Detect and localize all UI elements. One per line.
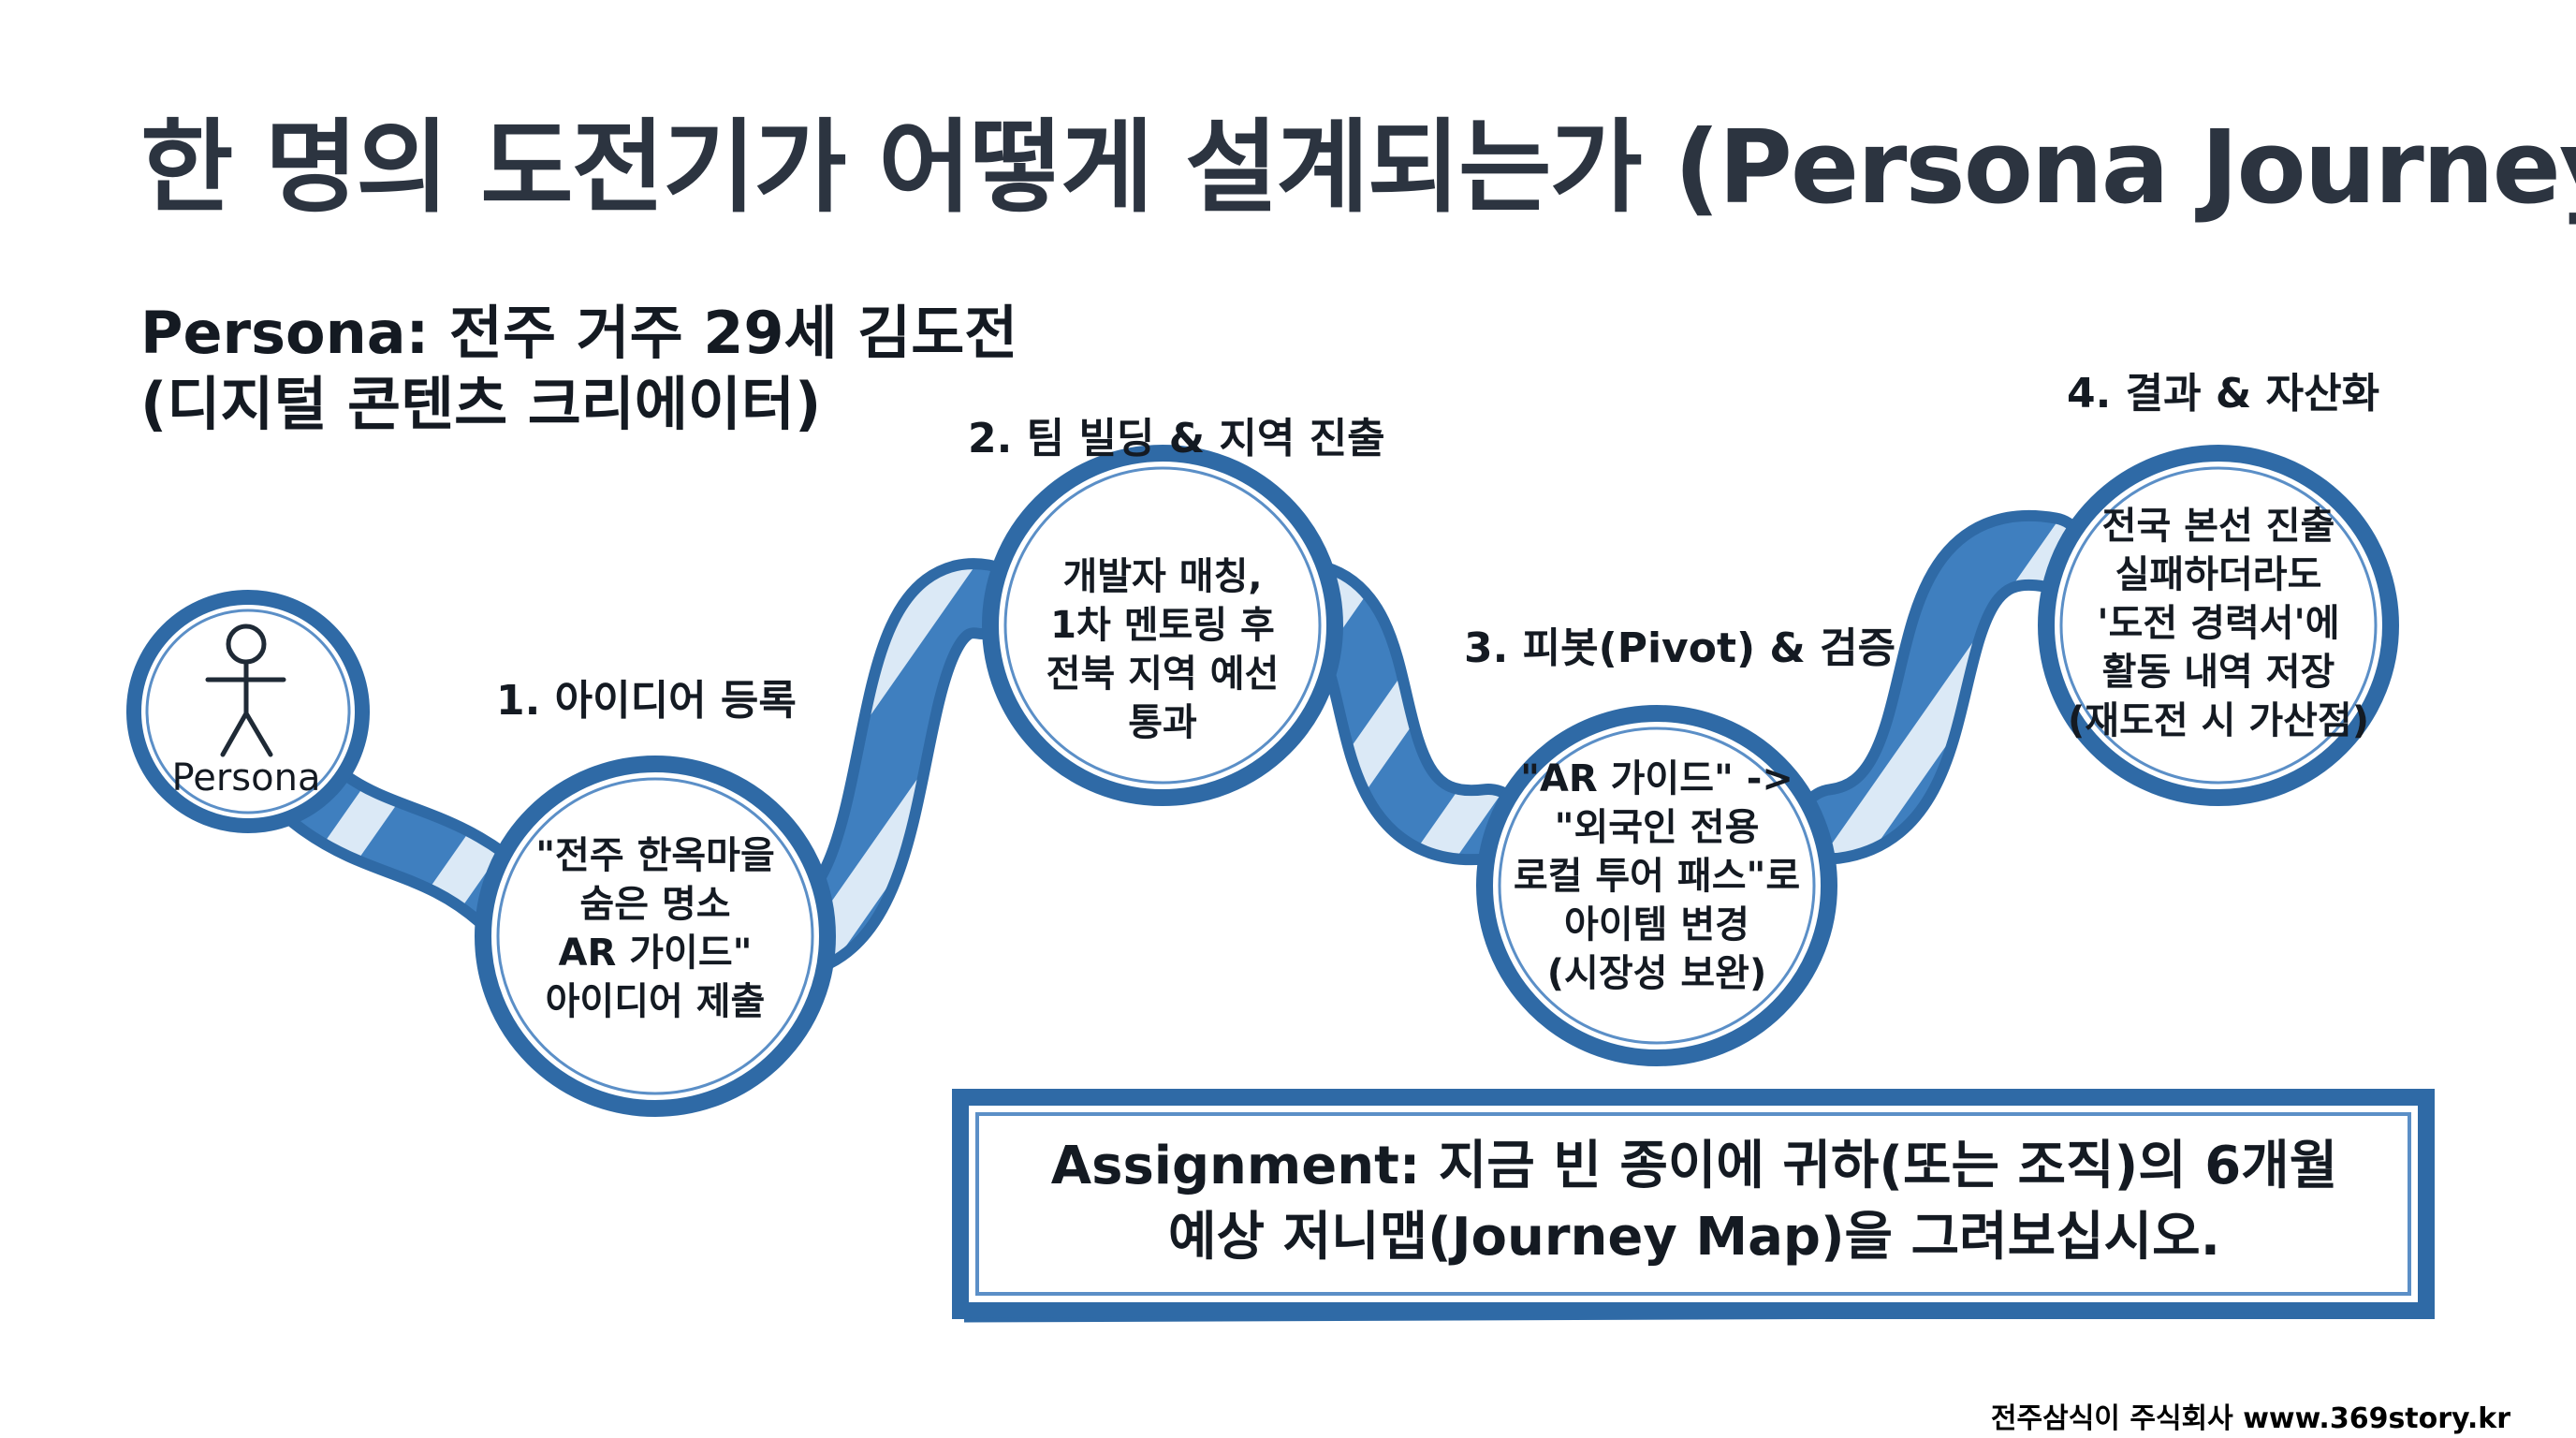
step-4-line: (재도전 시 가산점) [2067, 699, 2369, 742]
step-label-2: 2. 팀 빌딩 & 지역 진출 [968, 415, 1385, 462]
step-node-2 [982, 445, 1343, 806]
assignment-box [952, 1089, 2435, 1323]
step-3-line: "외국인 전용 [1554, 806, 1760, 849]
persona-heading-line1: Persona: 전주 거주 29세 김도전 [140, 299, 1018, 367]
step-2-line: 전북 지역 예선 [1046, 653, 1280, 696]
step-node-1 [475, 756, 836, 1117]
journey-path-fill [216, 521, 2079, 965]
page-title: 한 명의 도전기가 어떻게 설계되는가 (Persona Journey) [140, 110, 2576, 227]
person-icon [205, 624, 286, 757]
step-node-4 [2038, 445, 2399, 806]
step-1-line: 아이디어 제출 [545, 980, 766, 1023]
step-1-line: AR 가이드" [558, 932, 753, 975]
persona-heading: Persona: 전주 거주 29세 김도전 (디지털 콘텐츠 크리에이터) [140, 298, 1017, 440]
footer-credit: 전주삼식이 주식회사 www.369story.kr [1990, 1402, 2510, 1435]
step-1-line: "전주 한옥마을 [535, 834, 775, 877]
step-label-1: 1. 아이디어 등록 [496, 677, 797, 725]
step-3-line: "AR 가이드" -> [1520, 757, 1793, 800]
step-text-2: 개발자 매칭, 1차 멘토링 후 전북 지역 예선 통과 [994, 552, 1331, 747]
persona-node [126, 590, 370, 833]
step-text-1: "전주 한옥마을 숨은 명소 AR 가이드" 아이디어 제출 [487, 831, 824, 1026]
step-1-line: 숨은 명소 [579, 883, 731, 926]
assignment-line2: 예상 저니맵(Journey Map)을 그려보십시오. [1168, 1207, 2220, 1268]
persona-label: Persona [171, 756, 321, 800]
step-2-line: 통과 [1128, 701, 1197, 744]
step-label-3: 3. 피봇(Pivot) & 검증 [1464, 624, 1896, 672]
step-2-line: 1차 멘토링 후 [1050, 604, 1275, 647]
journey-path [205, 510, 2090, 976]
step-3-line: (시장성 보완) [1546, 952, 1767, 995]
step-3-line: 로컬 투어 패스"로 [1513, 855, 1801, 898]
assignment-line1: Assignment: 지금 빈 종이에 귀하(또는 조직)의 6개월 [1050, 1136, 2338, 1196]
assignment-text: Assignment: 지금 빈 종이에 귀하(또는 조직)의 6개월 예상 저… [983, 1131, 2406, 1273]
step-3-line: 아이템 변경 [1564, 903, 1749, 946]
step-4-line: 전국 본선 진출 [2101, 505, 2335, 548]
step-4-line: 실패하더라도 [2115, 553, 2322, 596]
persona-heading-line2: (디지털 콘텐츠 크리에이터) [140, 370, 822, 438]
step-text-4: 전국 본선 진출 실패하더라도 '도전 경력서'에 활동 내역 저장 (재도전 … [2050, 502, 2387, 745]
step-2-line: 개발자 매칭, [1062, 555, 1263, 598]
step-4-line: '도전 경력서'에 [2097, 602, 2340, 645]
step-text-3: "AR 가이드" -> "외국인 전용 로컬 투어 패스"로 아이템 변경 (시… [1488, 755, 1825, 998]
step-node-3 [1476, 705, 1837, 1066]
step-4-line: 활동 내역 저장 [2101, 651, 2335, 694]
step-label-4: 4. 결과 & 자산화 [2067, 370, 2380, 418]
